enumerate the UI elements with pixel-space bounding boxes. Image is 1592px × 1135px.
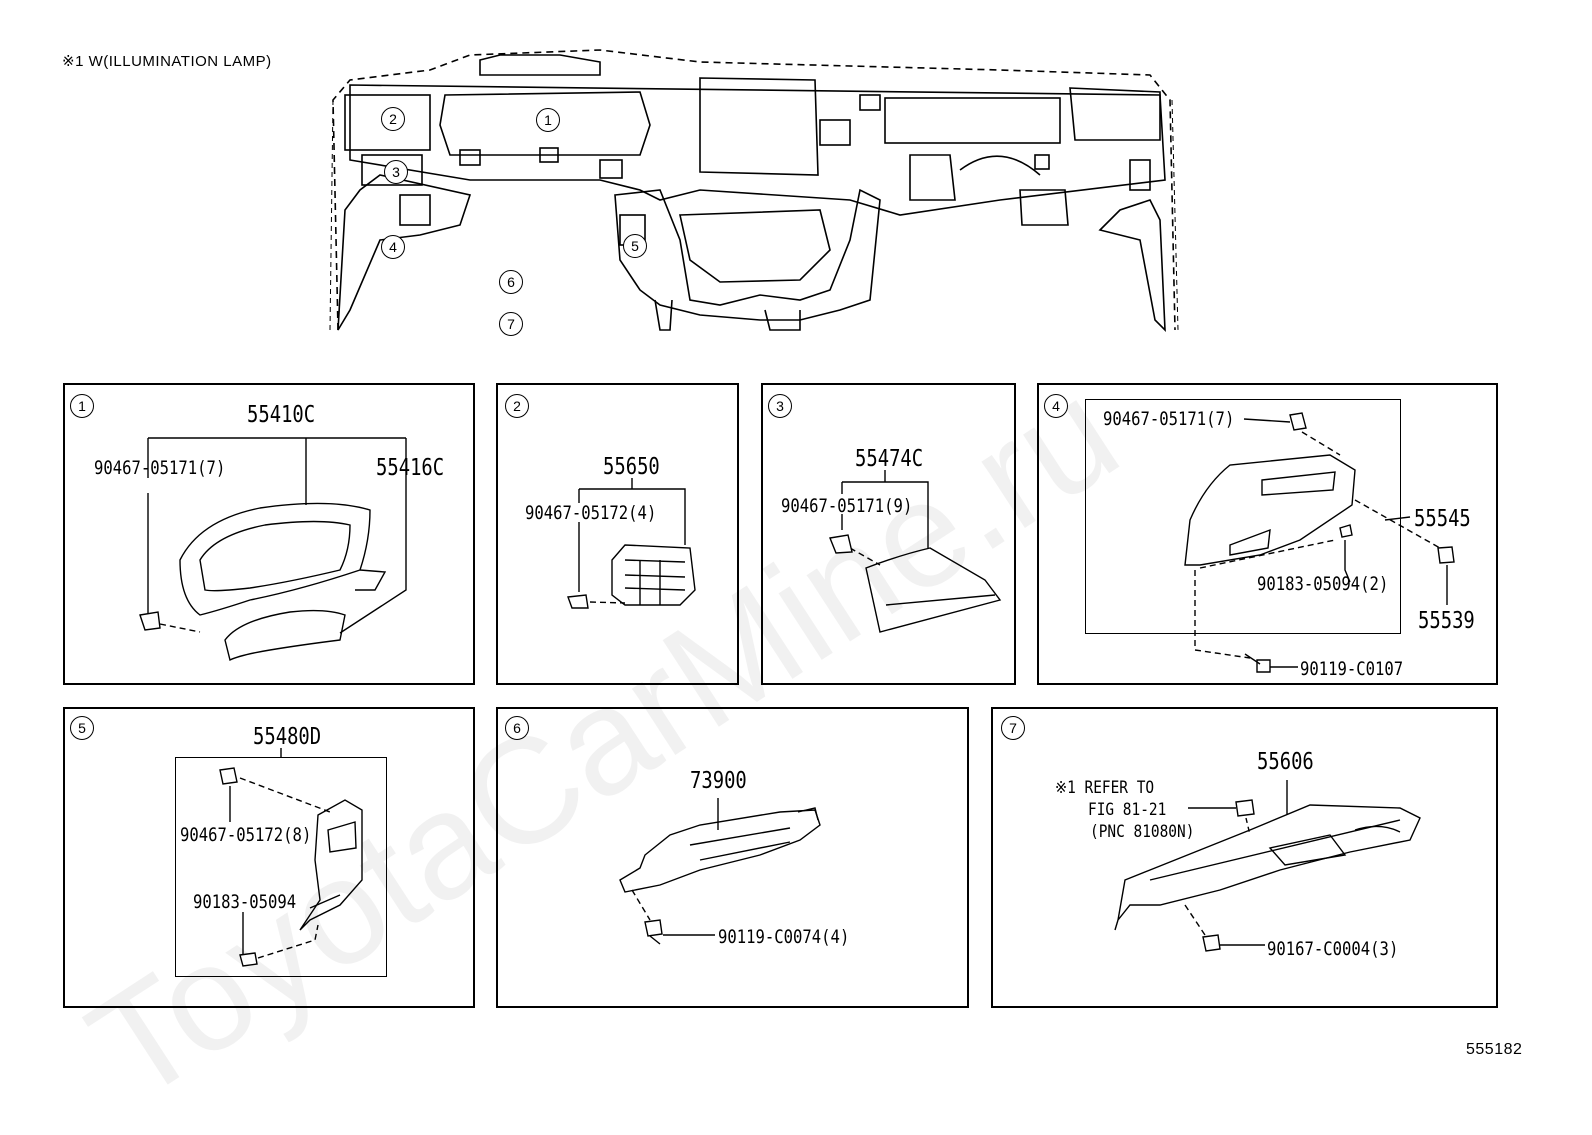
overview-callout-1: 1 [536,108,560,132]
panel-6 [496,707,969,1008]
panel-4-drawing [1184,412,1455,673]
panel-5-clip: 90467-05172(8) [180,824,312,846]
panel-4-number: 4 [1044,394,1068,418]
panel-2-fastener: 90467-05172(4) [525,502,657,524]
panel-1 [63,383,475,685]
dashboard-overview-drawing [329,49,1179,333]
panel-5-inner-box [175,757,387,977]
panel-7-refer-line-3: (PNC 81080N) [1090,822,1195,842]
panel-1-drawing [139,437,407,662]
panel-6-bolt: 90119-C0074(4) [718,926,850,948]
panel-2-drawing [567,478,696,609]
panel-1-fastener: 90467-05171(7) [94,457,226,479]
panel-2 [496,383,739,685]
panel-4-main-part: 55545 [1414,506,1471,532]
overview-callout-6: 6 [499,270,523,294]
panel-2-main-part: 55650 [603,454,660,480]
panel-7-bolt: 90167-C0004(3) [1267,938,1399,960]
panel-7-refer-line-1: ※1 REFER TO [1055,778,1155,798]
overview-callout-3: 3 [384,160,408,184]
panel-7-number: 7 [1001,716,1025,740]
panel-5-nut: 90183-05094 [193,891,297,913]
panel-4-cap: 55539 [1418,608,1475,634]
panel-2-number: 2 [505,394,529,418]
panel-1-number: 1 [70,394,94,418]
panel-1-sub-part: 55416C [376,455,445,481]
panel-6-drawing [619,798,821,945]
panel-5 [63,707,475,1008]
panel-4-inner-box [1085,399,1401,634]
panel-4-nut: 90183-05094(2) [1257,573,1389,595]
panel-3-fastener: 90467-05171(9) [781,495,913,517]
panel-7-drawing [1114,780,1421,952]
panel-4-clip: 90467-05171(7) [1103,408,1235,430]
panel-4 [1037,383,1498,685]
header-note: ※1 W(ILLUMINATION LAMP) [62,53,272,70]
overview-callout-2: 2 [381,107,405,131]
panel-6-number: 6 [505,716,529,740]
panel-3-number: 3 [768,394,792,418]
panel-5-number: 5 [70,716,94,740]
overview-callout-7: 7 [499,312,523,336]
overview-callout-4: 4 [381,235,405,259]
panel-7 [991,707,1498,1008]
overview-callout-5: 5 [623,234,647,258]
panel-1-main-part: 55410C [247,402,316,428]
panel-7-refer-line-2: FIG 81-21 [1088,800,1167,820]
panel-7-main-part: 55606 [1257,749,1314,775]
panel-3 [761,383,1016,685]
panel-3-main-part: 55474C [855,446,924,472]
panel-4-bolt: 90119-C0107 [1300,658,1404,680]
figure-id: 555182 [1466,1041,1523,1058]
panel-3-drawing [829,470,1002,633]
panel-6-main-part: 73900 [690,768,747,794]
panel-5-main-part: 55480D [253,724,322,750]
panel-5-drawing [219,748,363,967]
